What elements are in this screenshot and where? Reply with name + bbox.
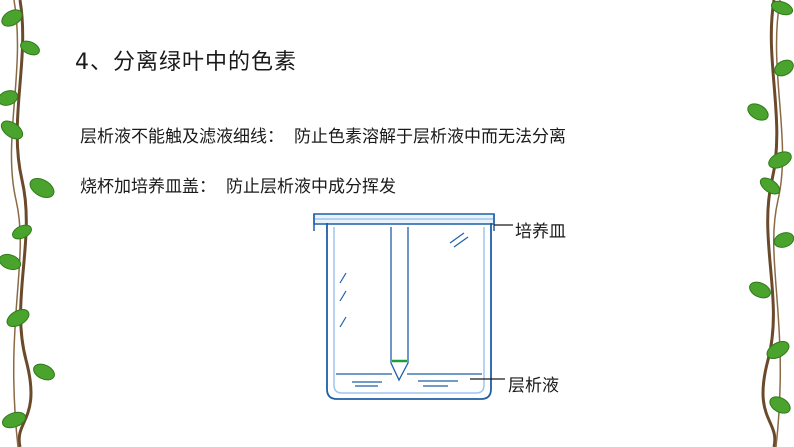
- petri-dish-lid: [313, 213, 495, 231]
- point-condition: 烧杯加培养皿盖：: [80, 177, 216, 197]
- glass-reflections: [339, 232, 469, 328]
- left-vine-decoration: [0, 0, 55, 447]
- point-reason: 防止层析液中成分挥发: [226, 177, 396, 197]
- solvent-label: 层析液: [508, 376, 559, 396]
- petri-dish-label: 培养皿: [515, 222, 566, 242]
- slide-title: 4、分离绿叶中的色素: [75, 50, 297, 75]
- right-vine-decoration: [747, 0, 794, 447]
- beaker: [326, 223, 492, 400]
- point-solvent-line: 层析液不能触及滤液细线： 防止色素溶解于层析液中而无法分离: [80, 122, 566, 147]
- filter-paper-strip: [390, 227, 409, 382]
- solvent-liquid: [336, 373, 482, 387]
- point-condition: 层析液不能触及滤液细线：: [80, 127, 284, 147]
- point-reason: 防止色素溶解于层析液中而无法分离: [294, 127, 566, 147]
- chromatography-beaker-diagram: [313, 213, 513, 400]
- point-beaker-cover: 烧杯加培养皿盖： 防止层析液中成分挥发: [80, 172, 396, 197]
